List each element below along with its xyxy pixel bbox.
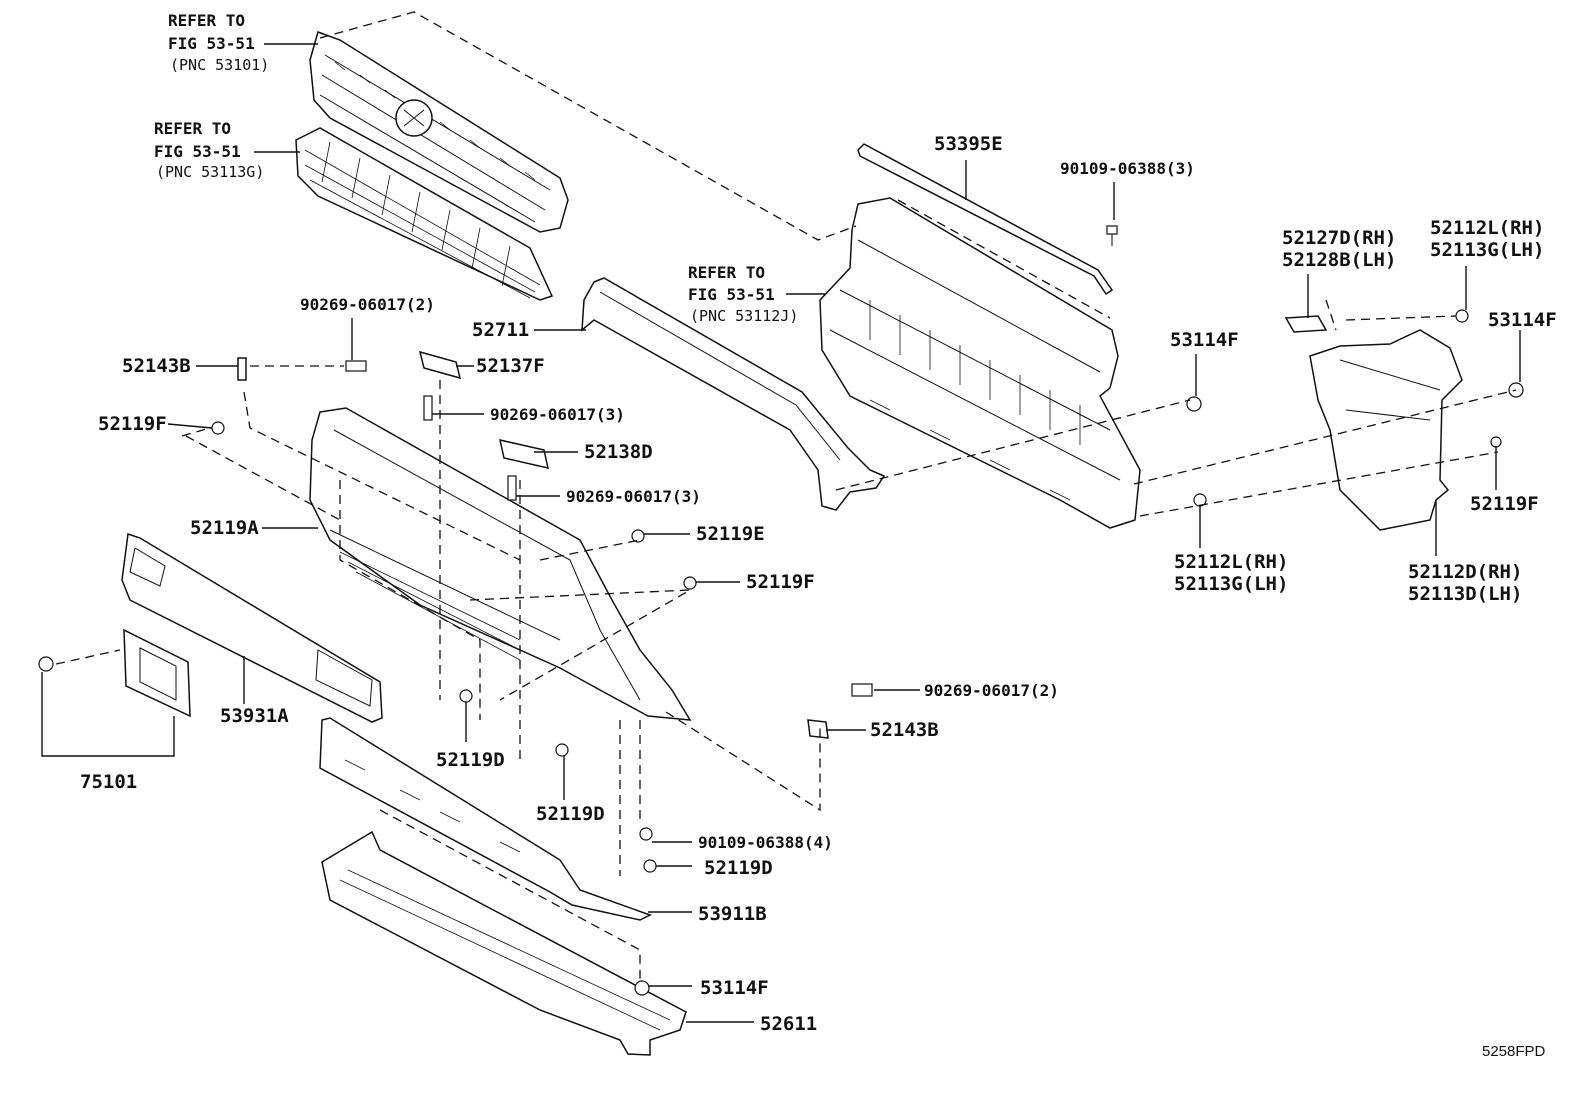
bumper-cover-part (309, 407, 692, 721)
radiator-support-part (819, 197, 1141, 529)
label-52112l-rh-top: 52112L(RH) (1430, 217, 1544, 239)
label-53114f-right: 53114F (1488, 309, 1557, 331)
seal-strip-part (857, 143, 1114, 296)
refer-note-1-line2: FIG 53-51 (168, 34, 255, 53)
label-52112l-rh-bottom: 52112L(RH) (1174, 551, 1288, 573)
lower-cover-part (321, 830, 687, 1056)
refer-note-3-line1: REFER TO (688, 263, 765, 282)
label-90109-06388-4: 90109-06388(4) (698, 833, 833, 852)
label-52611: 52611 (760, 1013, 817, 1035)
refer-note-3-pnc: (PNC 53112J) (690, 307, 798, 325)
refer-note-3-line2: FIG 53-51 (688, 285, 775, 304)
fastener-icons (38, 225, 1524, 996)
bracket-52137f-part (418, 350, 462, 380)
label-52138d: 52138D (584, 441, 653, 463)
leader-lines (41, 43, 1521, 1023)
label-52113g-lh-bottom: 52113G(LH) (1174, 573, 1288, 595)
label-53931a: 53931A (220, 705, 289, 727)
lower-grille-part (295, 127, 554, 301)
label-90269-06017-3-b: 90269-06017(3) (566, 487, 701, 506)
bracket-52143b-right-part (807, 719, 829, 739)
label-53114f-mid: 53114F (1170, 329, 1239, 351)
label-52119a: 52119A (190, 517, 259, 539)
refer-note-2-line2: FIG 53-51 (154, 142, 241, 161)
bracket-52138d-part (499, 439, 549, 469)
label-52127d-rh: 52127D(RH) (1282, 227, 1396, 249)
label-52137f: 52137F (476, 355, 545, 377)
side-bracket-part (1309, 329, 1463, 531)
refer-note-2-line1: REFER TO (154, 119, 231, 138)
label-52711: 52711 (472, 319, 529, 341)
label-52143b-left: 52143B (122, 355, 191, 377)
refer-note-1-pnc: (PNC 53101) (170, 56, 269, 74)
clip-52127d-part (1284, 315, 1328, 333)
label-90269-06017-2-bottom: 90269-06017(2) (924, 681, 1059, 700)
label-52112d-rh: 52112D(RH) (1408, 561, 1522, 583)
label-90269-06017-3-a: 90269-06017(3) (490, 405, 625, 424)
upper-grille-part (309, 31, 569, 233)
alignment-lines (55, 11, 1517, 980)
label-90109-06388-3: 90109-06388(3) (1060, 159, 1195, 178)
label-52119d-c: 52119D (704, 857, 773, 879)
label-52119e: 52119E (696, 523, 765, 545)
license-bracket-part (123, 628, 191, 718)
label-52128b-lh: 52128B(LH) (1282, 249, 1396, 271)
label-52119f-center: 52119F (746, 571, 815, 593)
refer-note-2-pnc: (PNC 53113G) (156, 163, 264, 181)
label-90269-06017-2-top: 90269-06017(2) (300, 295, 435, 314)
lower-garnish-part (319, 717, 652, 921)
bracket-52143b-left-part (237, 357, 247, 381)
diagram-code: 5258FPD (1482, 1043, 1546, 1060)
label-53114f-bottom: 53114F (700, 977, 769, 999)
upper-retainer-part (581, 277, 886, 511)
label-53911b: 53911B (698, 903, 767, 925)
label-52113d-lh: 52113D(LH) (1408, 583, 1522, 605)
label-53395e: 53395E (934, 133, 1003, 155)
label-52119d-b: 52119D (536, 803, 605, 825)
label-52119f-left: 52119F (98, 413, 167, 435)
label-52119d-a: 52119D (436, 749, 505, 771)
label-52119f-right-side: 52119F (1470, 493, 1539, 515)
refer-note-1-line1: REFER TO (168, 11, 245, 30)
label-75101: 75101 (80, 771, 137, 793)
label-52113g-lh-top: 52113G(LH) (1430, 239, 1544, 261)
label-52143b-right: 52143B (870, 719, 939, 741)
front-garnish-part (121, 533, 383, 723)
